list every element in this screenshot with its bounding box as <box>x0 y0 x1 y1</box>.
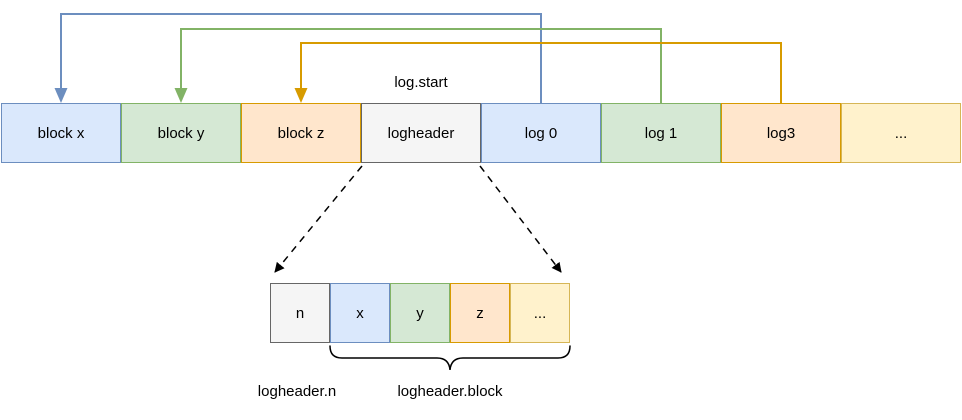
logheader-n-cell: n <box>270 283 330 343</box>
log-ellipsis-cell: ... <box>841 103 961 163</box>
log-1-cell: log 1 <box>601 103 721 163</box>
logheader-n-label: logheader.n <box>257 383 337 400</box>
logheader-block-brace <box>329 345 571 371</box>
block-z-cell: block z <box>241 103 361 163</box>
log-0-cell: log 0 <box>481 103 601 163</box>
logheader-block-label: logheader.block <box>397 383 503 400</box>
log-3-cell: log3 <box>721 103 841 163</box>
arrow-log0-to-blockx <box>54 13 542 103</box>
arrow-log1-to-blocky <box>174 28 662 103</box>
logheader-block-y-cell: y <box>390 283 450 343</box>
logheader-cell: logheader <box>361 103 481 163</box>
arrow-log3-to-blockz <box>294 42 782 103</box>
dashed-expand-right-line <box>479 165 562 273</box>
logheader-block-x-cell: x <box>330 283 390 343</box>
log-start-label: log.start <box>394 74 448 91</box>
logheader-ellipsis-cell: ... <box>510 283 570 343</box>
block-y-cell: block y <box>121 103 241 163</box>
dashed-expand-left-line <box>274 165 363 273</box>
logheader-block-z-cell: z <box>450 283 510 343</box>
block-x-cell: block x <box>1 103 121 163</box>
